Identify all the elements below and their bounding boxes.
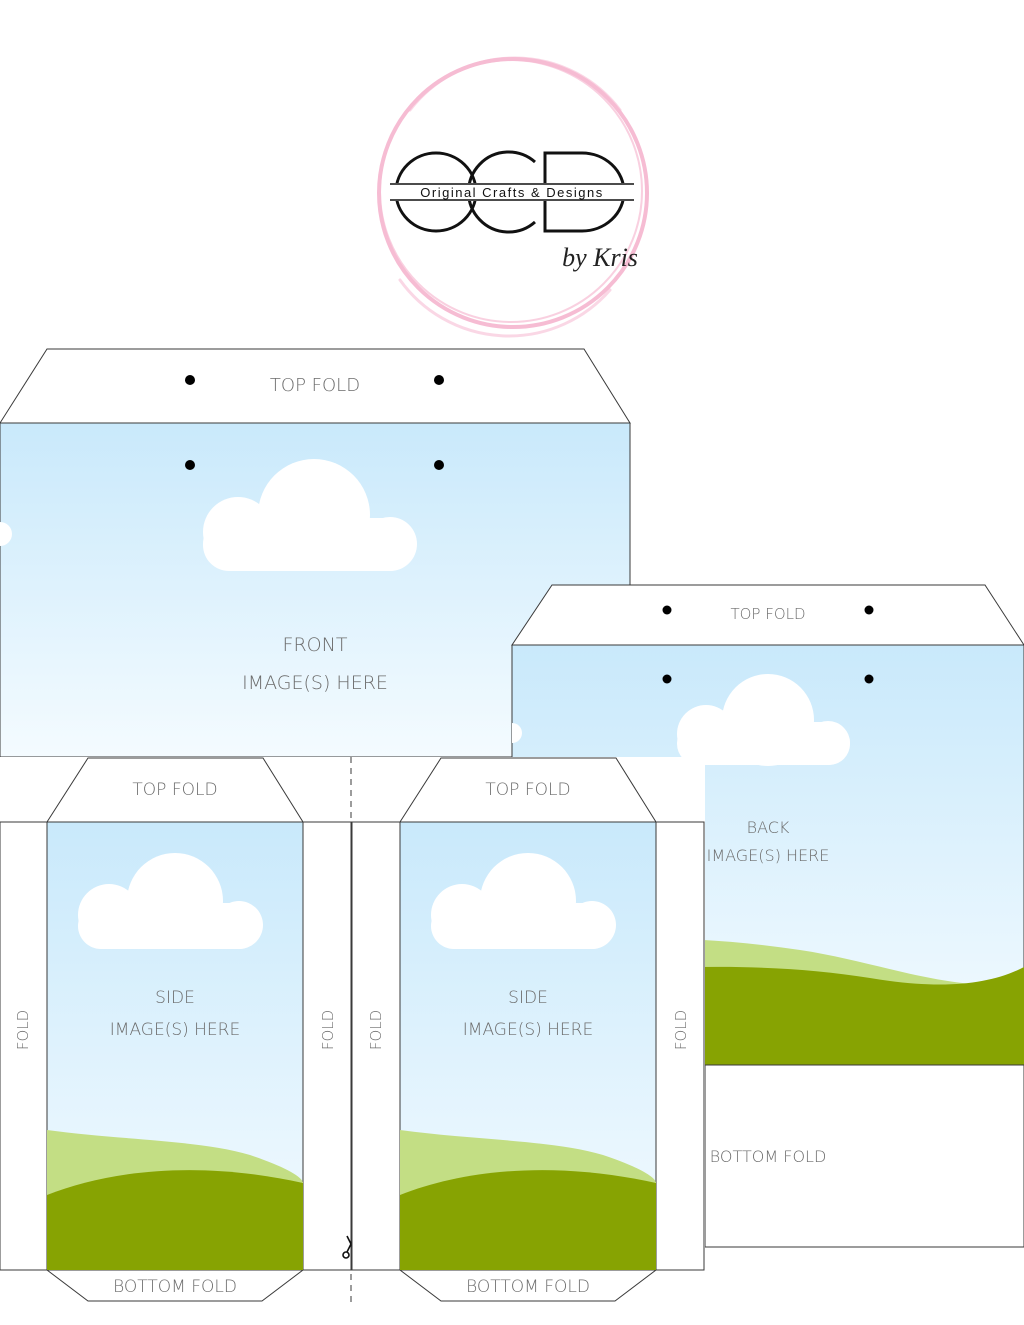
punch-hole [662, 674, 672, 684]
logo-ring [377, 56, 649, 338]
side-left-bottom-fold-label: BOTTOM FOLD [113, 1277, 237, 1297]
cloud-icon [78, 853, 263, 949]
side-right-fold-label-right: FOLD [672, 1010, 690, 1050]
punch-hole [185, 460, 195, 470]
back-subtitle: IMAGE(S) HERE [707, 846, 830, 865]
side-right-bottom-fold-label: BOTTOM FOLD [466, 1277, 590, 1297]
side-right-top-fold-label: TOP FOLD [485, 780, 570, 800]
logo-tagline-band [392, 183, 632, 201]
punch-hole [185, 375, 195, 385]
side-left-fold-label-right: FOLD [319, 1010, 337, 1050]
cloud-edge-icon [0, 522, 12, 546]
side-left-title: SIDE [155, 988, 195, 1008]
front-top-fold-label: TOP FOLD [270, 375, 360, 396]
front-title: FRONT [283, 634, 348, 656]
side-right-subtitle: IMAGE(S) HERE [463, 1020, 593, 1040]
side-panel-left: TOP FOLD SIDE IMAGE(S) HERE BOTTOM FOLD … [0, 757, 352, 1302]
cloud-icon [431, 853, 616, 949]
punch-hole [864, 674, 874, 684]
back-bottom-fold-flap [704, 1064, 1024, 1248]
front-subtitle: IMAGE(S) HERE [242, 672, 388, 694]
back-title: BACK [747, 818, 790, 837]
back-bottom-fold-label: BOTTOM FOLD [710, 1147, 827, 1166]
logo-signature: by Kris [562, 243, 638, 272]
side-panel-right: TOP FOLD SIDE IMAGE(S) HERE BOTTOM FOLD … [351, 757, 705, 1302]
side-right-fold-strip [655, 821, 705, 1271]
punch-hole [434, 375, 444, 385]
back-top-fold-label: TOP FOLD [730, 605, 805, 623]
punch-hole [434, 460, 444, 470]
cloud-icon [203, 459, 417, 571]
cloud-edge-icon [512, 723, 522, 743]
side-right-fold-label-left: FOLD [367, 1010, 385, 1050]
front-panel: TOP FOLD FRONT IMAGE(S) HERE [0, 348, 631, 758]
logo-tagline: Original Crafts & Designs [420, 185, 603, 200]
hill-dark [47, 1170, 303, 1270]
punch-hole [864, 605, 874, 615]
back-top-fold-flap [511, 584, 1024, 646]
side-right-title: SIDE [508, 988, 548, 1008]
side-left-fold-strip [0, 821, 48, 1271]
side-left-fold-label-left: FOLD [14, 1010, 32, 1050]
side-left-top-fold-label: TOP FOLD [132, 780, 217, 800]
hill-dark [400, 1170, 656, 1270]
punch-hole [662, 605, 672, 615]
side-right-fold-strip-left [351, 821, 401, 1271]
cloud-icon [677, 674, 850, 766]
side-left-subtitle: IMAGE(S) HERE [110, 1020, 240, 1040]
brand-logo: Original Crafts & Designs by Kris [377, 56, 649, 338]
